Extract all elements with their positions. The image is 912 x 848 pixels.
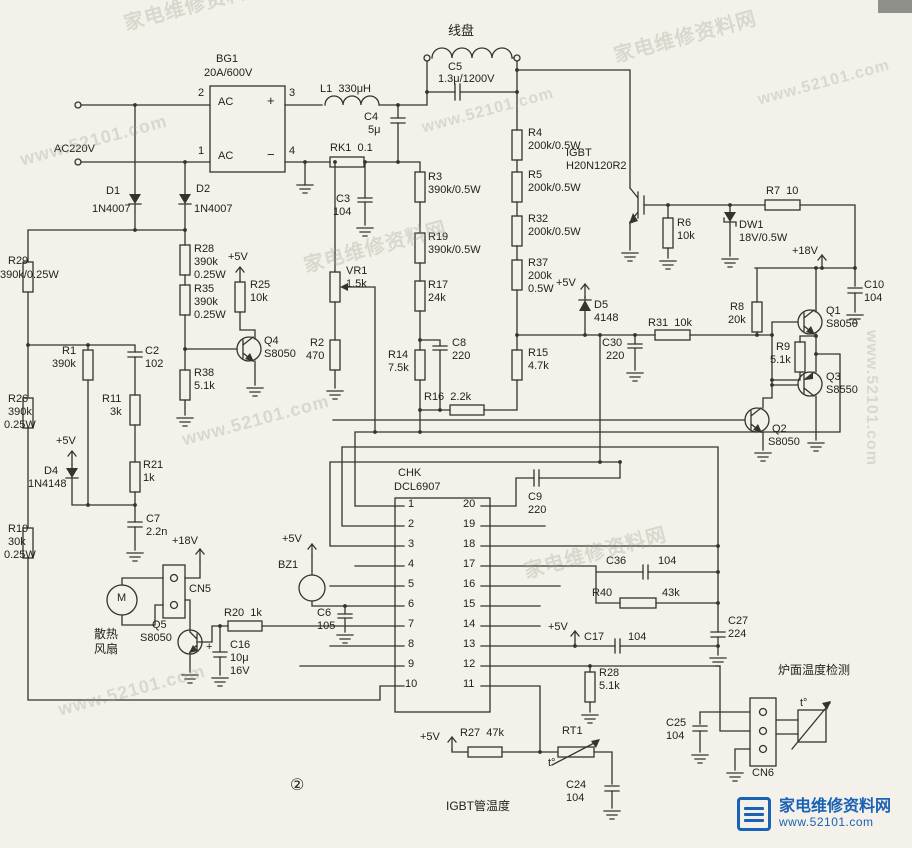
resistor-r35	[179, 284, 191, 316]
logo-name: 家电维修资料网	[779, 797, 892, 815]
resistor-r7	[764, 199, 801, 211]
bridge-rectifier-symbol	[209, 85, 286, 173]
resistor-r29	[22, 261, 34, 293]
transistor-q5	[177, 629, 203, 655]
resistor-r16	[449, 404, 485, 416]
coil-symbol	[423, 47, 521, 62]
resistor-r10	[22, 527, 34, 559]
resistor-r1	[82, 349, 94, 381]
resistor-r25	[234, 281, 246, 313]
scan-corner-artifact	[878, 0, 912, 13]
inductor-l1-symbol	[324, 95, 380, 106]
transistor-q1	[797, 309, 823, 335]
thermistor-stove-sensor	[797, 709, 827, 743]
transistor-q2	[744, 407, 770, 433]
resistor-r31	[654, 329, 691, 341]
zener-dw1	[724, 212, 736, 222]
connector-cn5-symbol	[162, 564, 186, 619]
resistor-r2	[329, 339, 341, 371]
resistor-r8	[751, 301, 763, 333]
logo-book-icon	[737, 797, 771, 831]
junction-dots	[26, 68, 857, 754]
resistor-r27	[467, 746, 503, 758]
resistor-r20	[227, 620, 263, 632]
thermistor-rt1	[557, 746, 595, 758]
buzzer-bz1-symbol	[298, 574, 326, 602]
resistor-r19	[414, 232, 426, 264]
resistor-r26	[22, 397, 34, 429]
diode-d2	[179, 194, 191, 204]
resistor-r40	[619, 597, 657, 609]
potentiometer-vr1	[329, 271, 341, 303]
fan-motor-symbol	[106, 584, 138, 616]
resistor-r28a	[179, 244, 191, 276]
transistor-q4	[236, 336, 262, 362]
diode-d1	[129, 194, 141, 204]
resistor-r9	[794, 341, 806, 373]
resistor-r17	[414, 280, 426, 312]
connector-cn6-symbol	[749, 697, 777, 767]
transistor-symbols	[177, 187, 823, 655]
resistor-r4	[511, 129, 523, 161]
resistor-r3	[414, 171, 426, 203]
resistor-r32	[511, 215, 523, 247]
resistor-symbols	[22, 129, 827, 758]
transistor-q3	[797, 371, 823, 397]
resistor-r28b	[584, 671, 596, 703]
diode-symbols	[65, 194, 737, 479]
resistor-r14	[414, 349, 426, 381]
resistor-r21	[129, 461, 141, 493]
resistor-r15	[511, 349, 523, 381]
diode-d4	[66, 468, 78, 478]
resistor-r37	[511, 259, 523, 291]
adjust-arrows	[340, 283, 831, 766]
resistor-r11	[129, 394, 141, 426]
capacitor-symbols	[127, 83, 863, 792]
resistor-r38	[179, 369, 191, 401]
ground-symbols	[126, 184, 864, 820]
resistor-r5	[511, 171, 523, 203]
logo-site: www.52101.com	[779, 815, 874, 830]
resistor-r6	[662, 217, 674, 249]
site-logo: 家电维修资料网 www.52101.com	[737, 797, 891, 831]
wire-network	[27, 60, 856, 809]
diode-d5	[579, 300, 591, 311]
ac-input-terminals	[74, 101, 82, 166]
vcc-symbols	[67, 254, 827, 751]
ic-dcl6907-symbol	[394, 497, 491, 713]
